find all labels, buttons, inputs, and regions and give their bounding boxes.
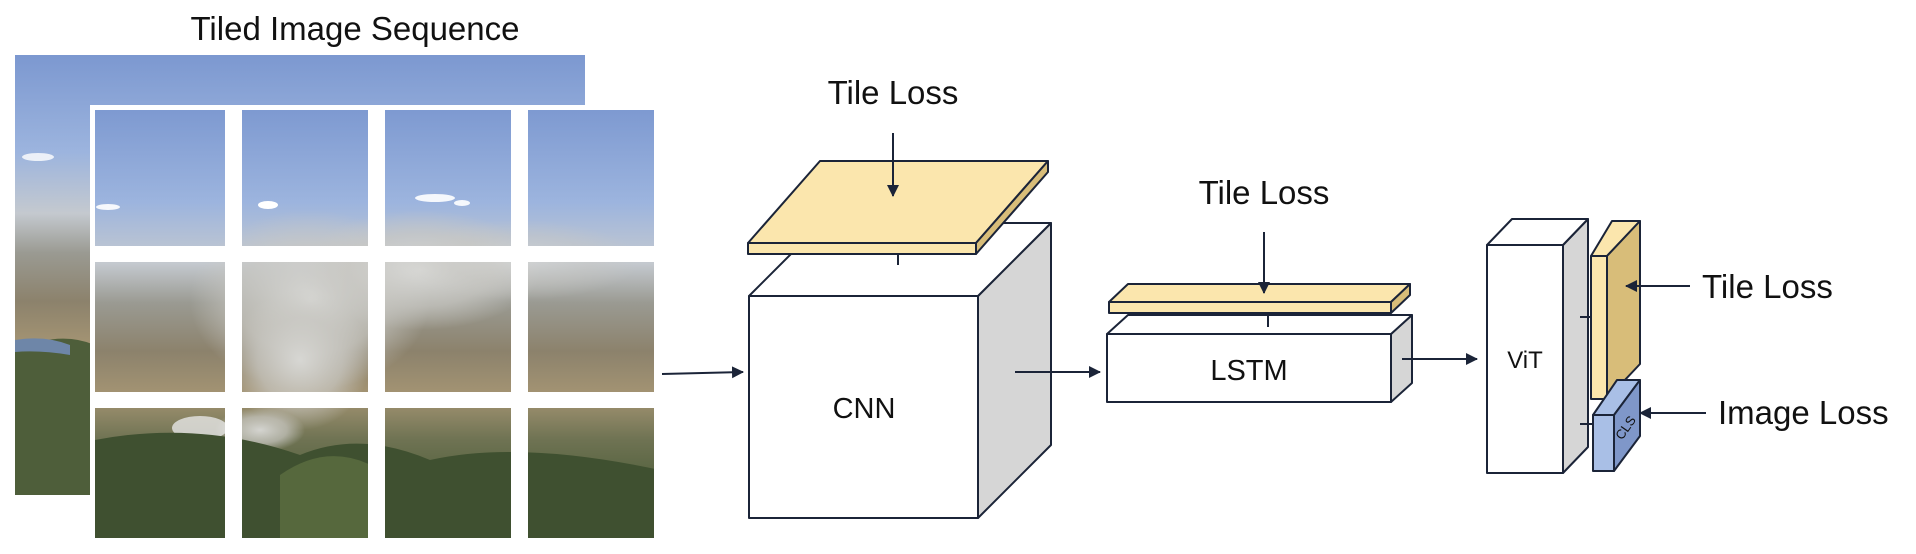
vit-image-loss-label: Image Loss: [1718, 394, 1889, 431]
arrow-image-to-cnn: [661, 366, 744, 379]
diagram-title: Tiled Image Sequence: [191, 10, 520, 47]
lstm-tile-loss-layer: [1108, 283, 1411, 327]
cnn-tile-loss-label: Tile Loss: [828, 74, 959, 111]
cnn-label: CNN: [833, 393, 896, 425]
lstm-block: LSTM: [1106, 314, 1413, 403]
lstm-label: LSTM: [1210, 355, 1287, 387]
tiled-image-front: [90, 105, 660, 545]
vit-tile-loss-layer: [1580, 220, 1641, 400]
vit-block: ViT: [1486, 218, 1589, 474]
vit-tile-loss-label: Tile Loss: [1702, 268, 1833, 305]
cnn-block: CNN: [748, 222, 1052, 519]
vit-label: ViT: [1507, 347, 1543, 374]
lstm-tile-loss-label: Tile Loss: [1199, 174, 1330, 211]
cnn-tile-loss-layer: [747, 160, 1049, 265]
cls-token: CLS: [1580, 379, 1641, 472]
